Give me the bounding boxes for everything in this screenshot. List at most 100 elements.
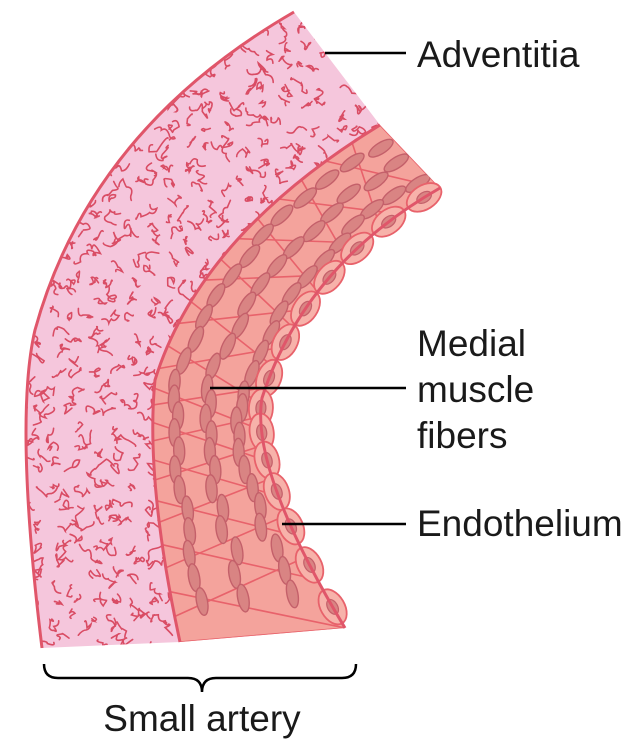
adventitia-fiber xyxy=(362,588,372,603)
adventitia-fiber xyxy=(84,81,97,86)
adventitia-fiber xyxy=(13,127,23,135)
adventitia-fiber xyxy=(35,289,46,297)
adventitia-fiber xyxy=(376,536,380,546)
adventitia-fiber xyxy=(56,120,67,131)
adventitia-fiber xyxy=(284,464,295,479)
adventitia-fiber xyxy=(208,22,231,32)
adventitia-fiber xyxy=(328,336,341,351)
adventitia-fiber xyxy=(38,88,46,98)
adventitia-fiber xyxy=(344,368,352,383)
adventitia-fiber xyxy=(123,97,135,109)
adventitia-fiber xyxy=(315,401,323,411)
adventitia-fiber xyxy=(94,29,114,43)
adventitia-fiber xyxy=(165,41,171,51)
adventitia-fiber xyxy=(20,66,27,72)
adventitia-fiber xyxy=(357,471,366,487)
adventitia-fiber xyxy=(345,480,359,503)
adventitia-fiber xyxy=(14,476,26,489)
adventitia-fiber xyxy=(324,539,339,547)
adventitia-fiber xyxy=(46,202,64,219)
adventitia-fiber xyxy=(36,13,43,16)
adventitia-fiber xyxy=(52,211,60,223)
adventitia-fiber xyxy=(32,217,47,228)
adventitia-fiber xyxy=(3,536,14,545)
adventitia-fiber xyxy=(358,499,369,507)
adventitia-fiber xyxy=(26,185,34,190)
adventitia-fiber xyxy=(74,7,81,12)
adventitia-fiber xyxy=(376,423,384,431)
adventitia-fiber xyxy=(195,10,208,17)
adventitia-fiber xyxy=(135,98,150,109)
adventitia-fiber xyxy=(379,342,389,353)
small-artery-bracket xyxy=(44,664,356,692)
adventitia-fiber xyxy=(109,95,117,103)
adventitia-fiber xyxy=(26,298,34,321)
adventitia-fiber xyxy=(92,73,99,94)
adventitia-fiber xyxy=(30,252,38,262)
adventitia-fiber xyxy=(378,33,387,36)
adventitia-fiber xyxy=(19,30,28,52)
adventitia-fiber xyxy=(18,326,29,343)
adventitia-fiber xyxy=(10,522,22,526)
adventitia-fiber xyxy=(90,160,102,171)
adventitia-fiber xyxy=(13,636,19,645)
adventitia-fiber xyxy=(357,561,366,567)
medial-label-line3: fibers xyxy=(417,415,507,456)
adventitia-fiber xyxy=(327,26,337,35)
adventitia-fiber xyxy=(357,288,368,295)
medial-label-line1: Medial xyxy=(417,323,526,364)
adventitia-fiber xyxy=(80,119,94,141)
adventitia-fiber xyxy=(303,346,310,361)
adventitia-fiber xyxy=(226,7,242,15)
adventitia-fiber xyxy=(116,87,127,105)
adventitia-fiber xyxy=(333,410,343,426)
adventitia-fiber xyxy=(349,612,363,618)
adventitia-fiber xyxy=(354,540,361,548)
adventitia-fiber xyxy=(112,126,136,132)
adventitia-fiber xyxy=(324,467,340,491)
medial-label-line2: muscle xyxy=(417,369,534,410)
adventitia-fiber xyxy=(360,582,374,589)
adventitia-fiber xyxy=(96,127,111,134)
adventitia-fiber xyxy=(71,16,83,27)
adventitia-fiber xyxy=(12,404,21,412)
adventitia-fiber xyxy=(286,372,296,381)
adventitia-fiber xyxy=(23,617,35,628)
adventitia-fiber xyxy=(193,50,210,58)
adventitia-fiber xyxy=(39,236,50,242)
adventitia-fiber xyxy=(16,236,27,248)
adventitia-fiber xyxy=(0,575,16,587)
adventitia-fiber xyxy=(0,621,14,626)
adventitia-fiber xyxy=(302,412,313,430)
adventitia-fiber xyxy=(135,65,149,72)
adventitia-fiber xyxy=(92,12,98,25)
adventitia-fiber xyxy=(17,351,26,363)
adventitia-fiber xyxy=(151,52,162,57)
adventitia-fiber xyxy=(15,94,25,103)
adventitia-fiber xyxy=(20,315,31,321)
adventitia-fiber xyxy=(301,486,313,498)
adventitia-fiber xyxy=(339,560,350,570)
adventitia-fiber xyxy=(321,499,328,507)
adventitia-fiber xyxy=(379,508,395,515)
adventitia-fiber xyxy=(363,71,372,87)
adventitia-fiber xyxy=(353,477,362,489)
adventitia-fiber xyxy=(100,54,116,60)
adventitia-fiber xyxy=(260,9,268,16)
adventitia-fiber xyxy=(361,639,381,658)
adventitia-fiber xyxy=(14,358,23,375)
adventitia-fiber xyxy=(12,80,20,87)
adventitia-fiber xyxy=(112,34,122,42)
adventitia-fiber xyxy=(274,3,283,9)
adventitia-fiber xyxy=(379,588,387,602)
adventitia-fiber xyxy=(49,235,57,241)
adventitia-fiber xyxy=(20,244,26,258)
adventitia-fiber xyxy=(20,102,34,114)
adventitia-fiber xyxy=(313,364,321,376)
adventitia-fiber xyxy=(179,44,192,50)
adventitia-fiber xyxy=(15,279,28,297)
adventitia-fiber xyxy=(147,642,158,654)
adventitia-fiber xyxy=(339,303,344,315)
